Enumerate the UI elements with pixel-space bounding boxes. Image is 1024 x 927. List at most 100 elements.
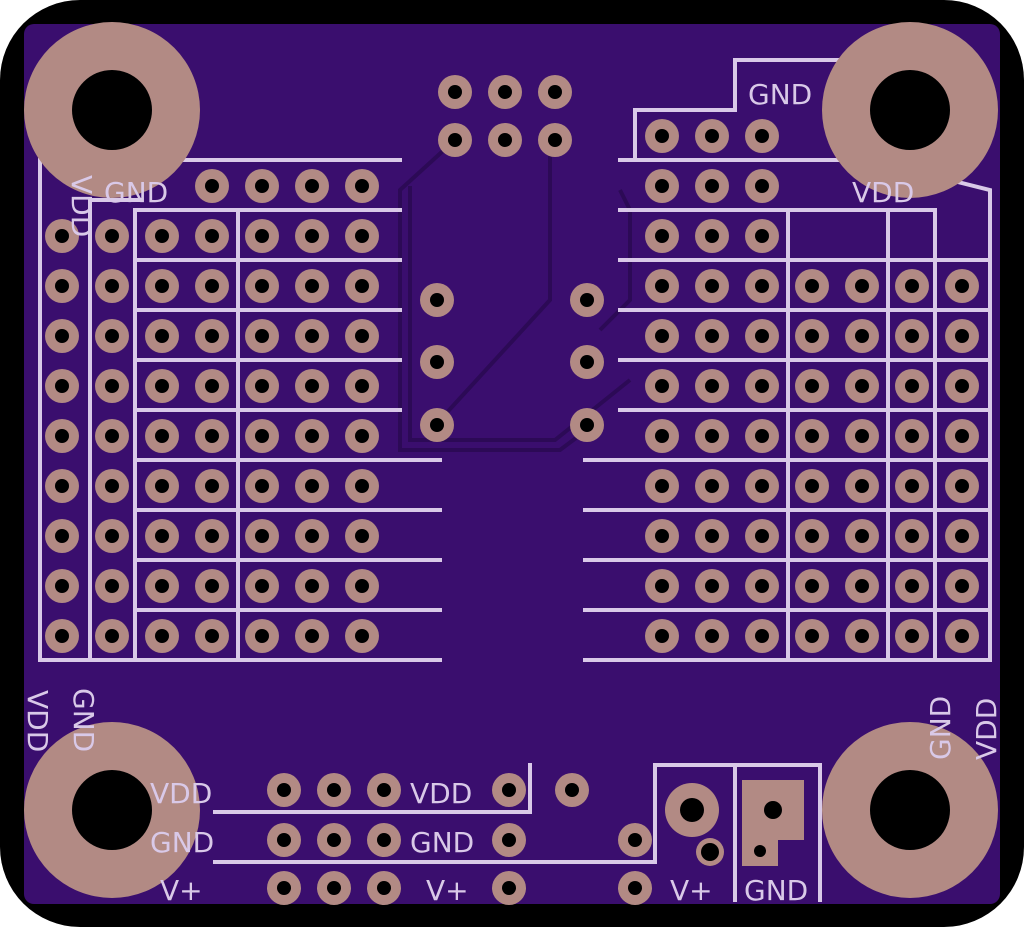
pad-36 (295, 369, 329, 403)
pad-154 (367, 871, 401, 905)
pad-11 (95, 219, 129, 253)
pad-15 (295, 219, 329, 253)
pad-0 (438, 75, 472, 109)
pad-29 (295, 319, 329, 353)
pad-39 (95, 419, 129, 453)
pad-41 (195, 419, 229, 453)
pad-68 (145, 619, 179, 653)
pad-97 (845, 369, 879, 403)
pad-157 (618, 823, 652, 857)
pad-12 (145, 219, 179, 253)
pad-67 (95, 619, 129, 653)
pad-161 (742, 780, 804, 840)
pad-34 (195, 369, 229, 403)
pad-109 (745, 469, 779, 503)
pad-88 (745, 319, 779, 353)
bottom-vdd-label: VDD (410, 777, 472, 810)
pad-106 (945, 419, 979, 453)
pad-98 (895, 369, 929, 403)
pad-93 (645, 369, 679, 403)
pad-44 (345, 419, 379, 453)
pad-125 (845, 569, 879, 603)
pad-1 (438, 123, 472, 157)
pad-69 (195, 619, 229, 653)
pad-114 (645, 519, 679, 553)
pad-159 (665, 783, 719, 837)
bottom-gnd-right-label: GND (744, 874, 808, 907)
pad-2 (488, 75, 522, 109)
pad-20 (195, 269, 229, 303)
pad-30 (345, 319, 379, 353)
pad-129 (695, 619, 729, 653)
pad-38 (45, 419, 79, 453)
pad-91 (895, 319, 929, 353)
pad-62 (195, 569, 229, 603)
pad-145 (317, 773, 351, 807)
pad-46 (95, 469, 129, 503)
pad-100 (645, 419, 679, 453)
pad-55 (195, 519, 229, 553)
pad-58 (345, 519, 379, 553)
pad-74 (695, 169, 729, 203)
mounting-hole-2 (24, 722, 200, 898)
pad-45 (45, 469, 79, 503)
pad-76 (645, 219, 679, 253)
pad-152 (267, 871, 301, 905)
pad-65 (345, 569, 379, 603)
pad-160 (696, 838, 724, 866)
pad-47 (145, 469, 179, 503)
pad-83 (845, 269, 879, 303)
pad-147 (492, 773, 526, 807)
pad-64 (295, 569, 329, 603)
pad-141 (570, 345, 604, 379)
pad-117 (795, 519, 829, 553)
pad-127 (945, 569, 979, 603)
bottom-vplus-label: V+ (426, 874, 469, 907)
pad-119 (895, 519, 929, 553)
pad-103 (795, 419, 829, 453)
pad-146 (367, 773, 401, 807)
pad-33 (145, 369, 179, 403)
pad-156 (555, 773, 589, 807)
pad-56 (245, 519, 279, 553)
pad-89 (795, 319, 829, 353)
pad-50 (295, 469, 329, 503)
left-gnd-side-label: GND (67, 688, 100, 752)
pad-151 (492, 823, 526, 857)
pad-85 (945, 269, 979, 303)
pad-42 (245, 419, 279, 453)
pad-25 (95, 319, 129, 353)
pad-111 (845, 469, 879, 503)
pad-101 (695, 419, 729, 453)
pad-110 (795, 469, 829, 503)
pad-124 (795, 569, 829, 603)
right-vdd-side-label: VDD (970, 698, 1003, 760)
pad-139 (570, 283, 604, 317)
pad-26 (145, 319, 179, 353)
pad-18 (95, 269, 129, 303)
pad-107 (645, 469, 679, 503)
pad-6 (195, 169, 229, 203)
pad-94 (695, 369, 729, 403)
pad-78 (745, 219, 779, 253)
pad-132 (845, 619, 879, 653)
pad-153 (317, 871, 351, 905)
pad-131 (795, 619, 829, 653)
pad-142 (420, 408, 454, 442)
pad-5 (538, 123, 572, 157)
pad-96 (795, 369, 829, 403)
mounting-hole-0 (24, 22, 200, 198)
pad-52 (45, 519, 79, 553)
pad-9 (345, 169, 379, 203)
pad-104 (845, 419, 879, 453)
pad-40 (145, 419, 179, 453)
pad-133 (895, 619, 929, 653)
pad-135 (645, 119, 679, 153)
pad-49 (245, 469, 279, 503)
pad-71 (295, 619, 329, 653)
silk-labels: GND VDD GND VDD VDD GND GND VDD VDD GND … (21, 78, 1003, 907)
trace-1 (438, 140, 552, 422)
bottom-gnd-left-label: GND (150, 826, 214, 859)
left-vdd-side-label: VDD (21, 690, 54, 752)
pad-63 (245, 569, 279, 603)
